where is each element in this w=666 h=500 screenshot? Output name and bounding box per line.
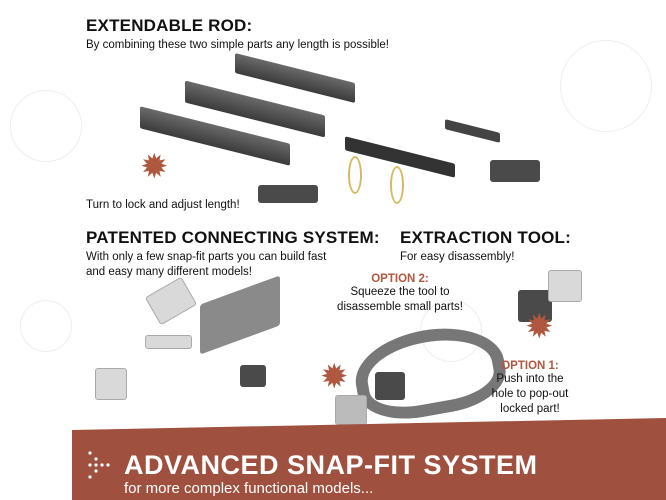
lock-burst-icon: ✹: [140, 148, 169, 186]
rod-subtitle: By combining these two simple parts any …: [86, 39, 389, 51]
extraction-subtitle: For easy disassembly!: [400, 251, 515, 263]
rod-title: EXTENDABLE ROD:: [86, 16, 253, 35]
option1-line2: hole to pop-out: [491, 388, 569, 400]
unlock-burst-icon-left: ✹: [320, 358, 349, 396]
unlock-burst-icon-right: ✹: [525, 308, 554, 346]
connecting-title: PATENTED CONNECTING SYSTEM:: [86, 228, 380, 247]
option2-callout: OPTION 2: Squeeze the tool to disassembl…: [325, 273, 475, 315]
banner-title: ADVANCED SNAP-FIT SYSTEM: [124, 450, 538, 480]
banner-subtitle: for more complex functional models...: [124, 480, 374, 497]
banner: [72, 418, 666, 500]
option1-line3: locked part!: [500, 403, 560, 415]
option1-callout: OPTION 1: Push into the hole to pop-out …: [480, 360, 580, 417]
rod-lock-caption: Turn to lock and adjust length!: [86, 199, 240, 211]
option2-line1: Squeeze the tool to: [350, 286, 450, 298]
extraction-title: EXTRACTION TOOL:: [400, 228, 571, 247]
option1-line1: Push into the: [496, 373, 564, 385]
connecting-subtitle-line1: With only a few snap-fit parts you can b…: [86, 251, 327, 263]
option2-label: OPTION 2:: [371, 273, 429, 285]
option2-line2: disassemble small parts!: [337, 301, 463, 313]
dotted-arrow-icon: [86, 450, 116, 480]
connecting-subtitle-line2: and easy many different models!: [86, 266, 252, 278]
option1-label: OPTION 1:: [501, 360, 559, 372]
